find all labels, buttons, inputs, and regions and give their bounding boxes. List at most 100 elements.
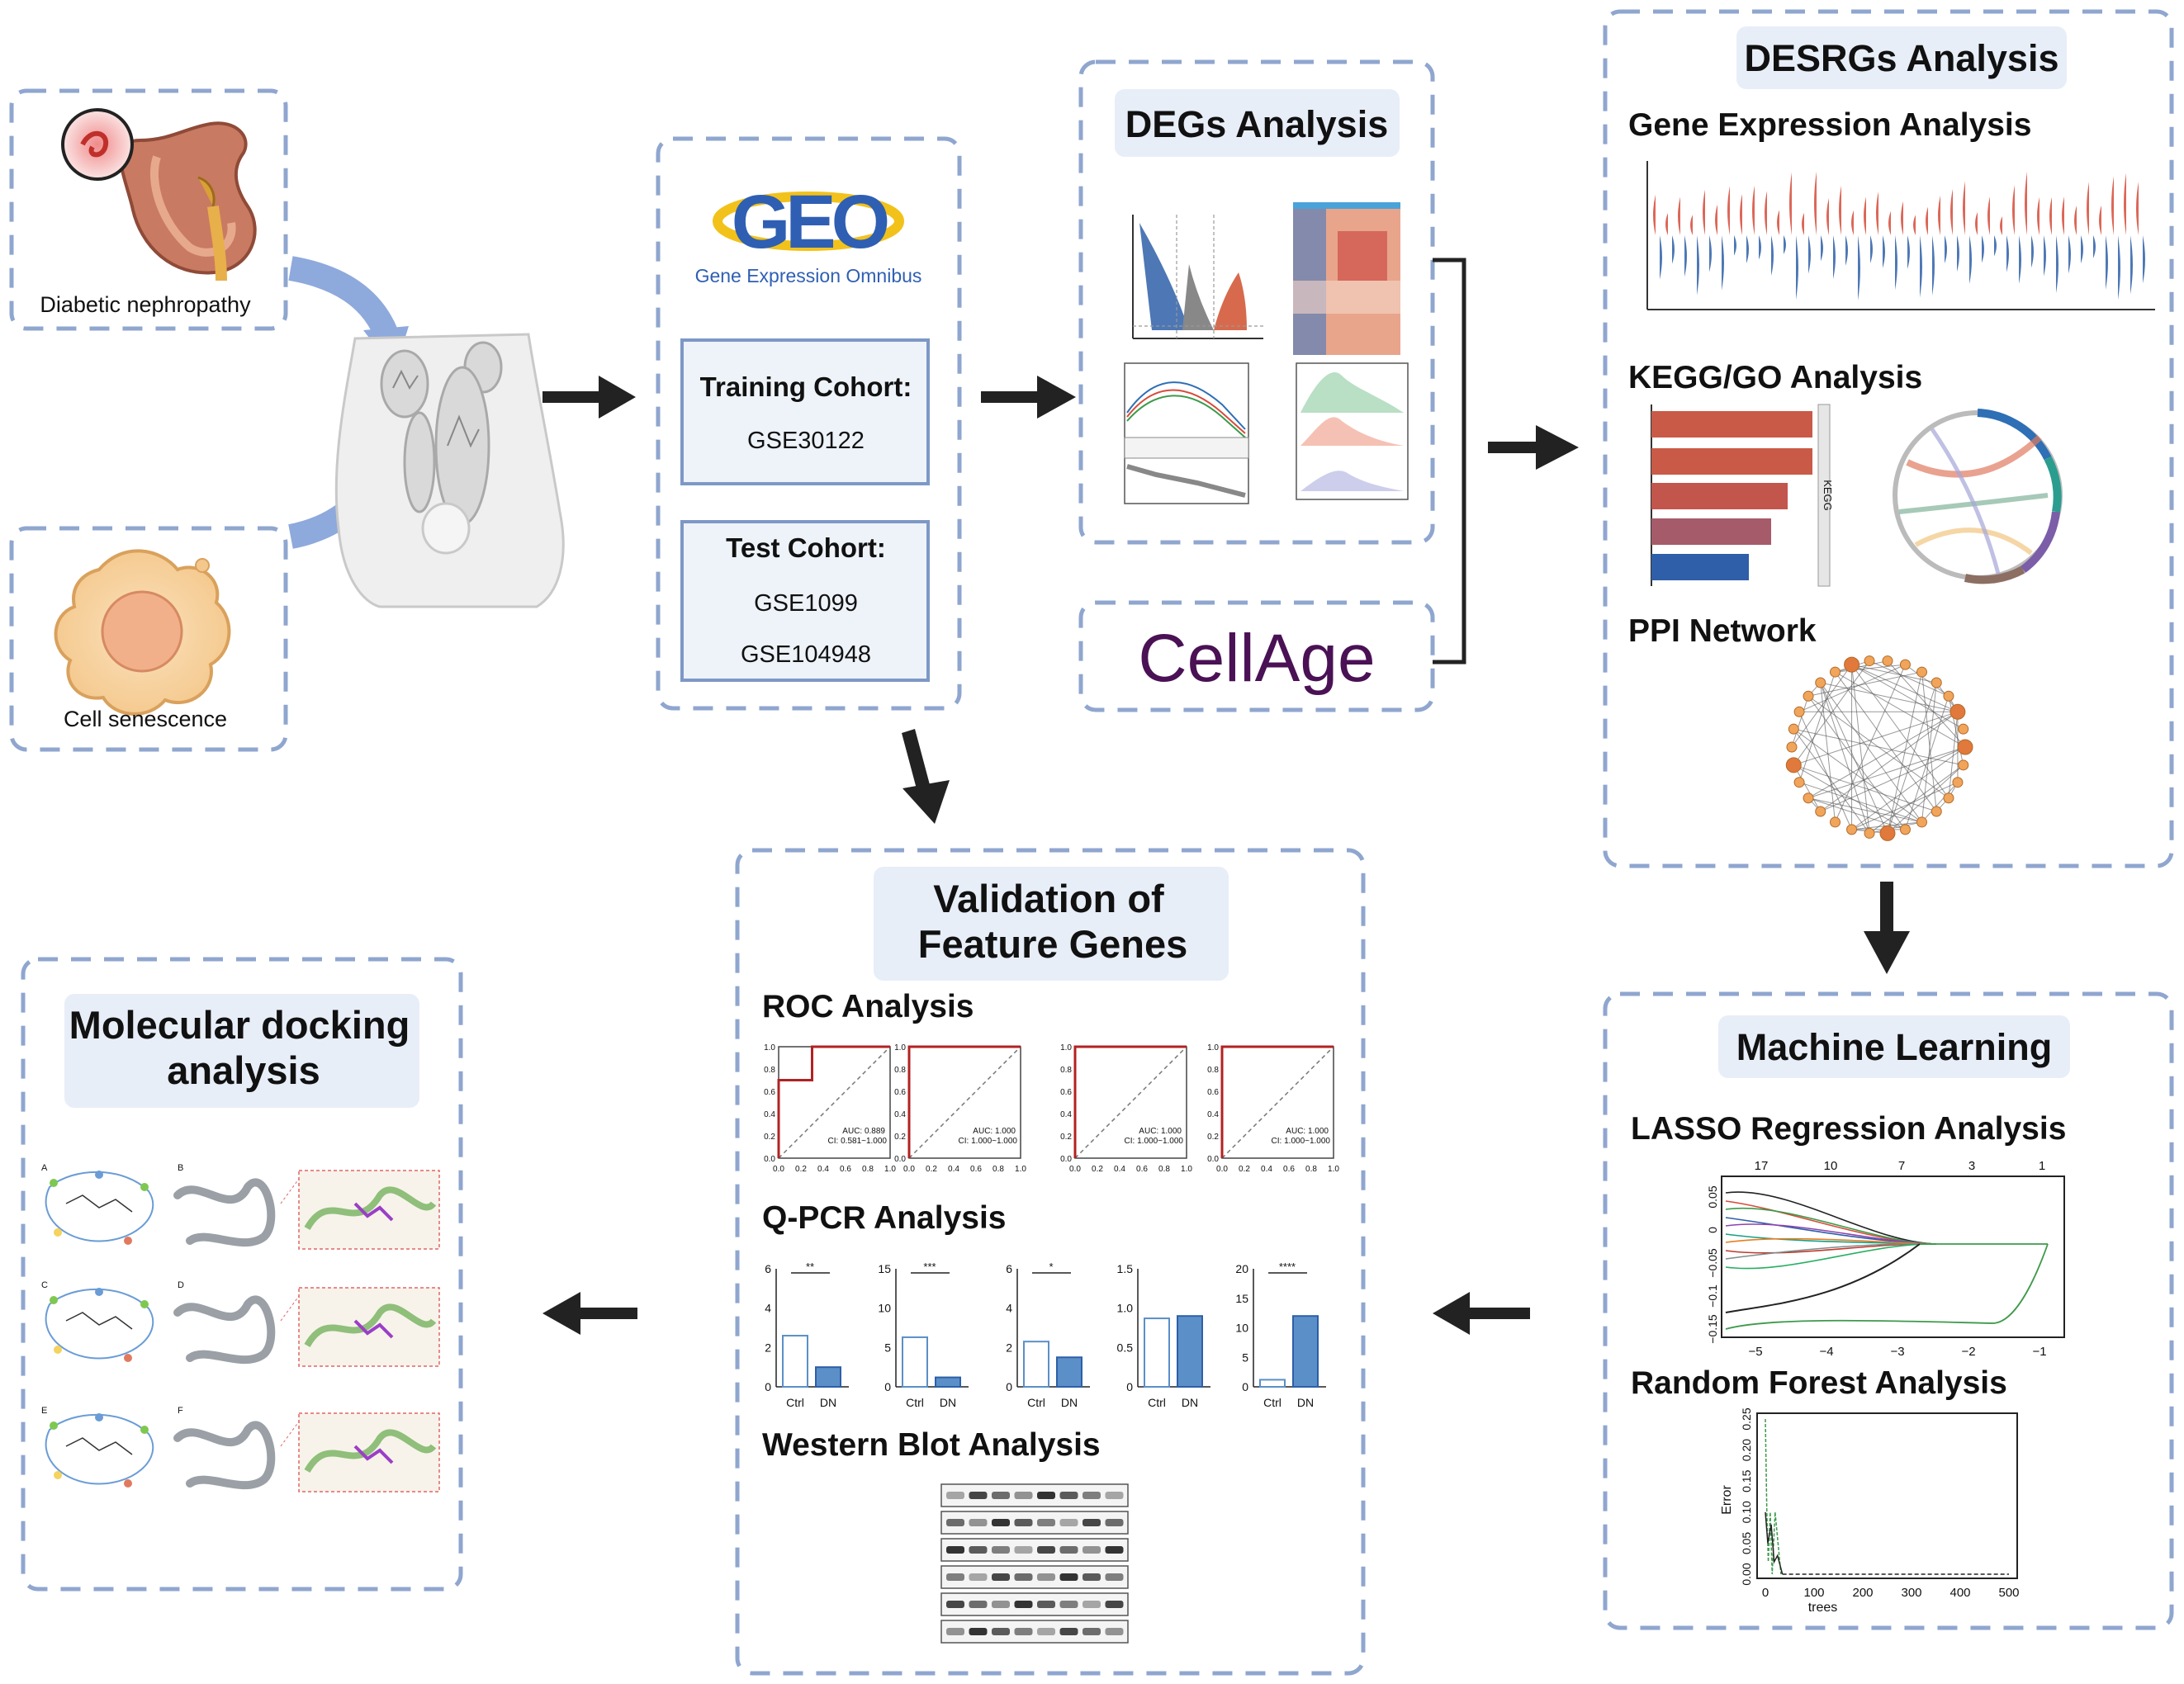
- roc-y-tick: 0.8: [1207, 1066, 1219, 1075]
- roc-label: ROC Analysis: [762, 989, 974, 1024]
- ppi-node: [1916, 816, 1927, 828]
- qpcr-dn-bar: [815, 1366, 841, 1388]
- roc-y-tick: 0.4: [764, 1110, 775, 1119]
- ppi-edge: [1904, 696, 1949, 830]
- residue-marker: [54, 1346, 62, 1354]
- violin-blue-shape: [1808, 235, 1811, 274]
- violin-blue-shape: [1932, 235, 1935, 296]
- rf-x-tick: 400: [1949, 1586, 1970, 1600]
- violin-blue-shape: [1759, 235, 1761, 260]
- ppi-edge: [1791, 696, 1809, 748]
- qpcr-significance: ****: [1279, 1261, 1296, 1273]
- violin-blue-shape: [1870, 235, 1873, 263]
- ligand-interaction-map: [45, 1288, 154, 1360]
- docking-panel-letter: B: [178, 1163, 183, 1173]
- blot-band: [1105, 1492, 1124, 1499]
- ppi-edge: [1851, 746, 1966, 830]
- ppi-edge: [1851, 665, 1870, 834]
- arrow-ml-to-validation: [1433, 1292, 1530, 1335]
- ligand-in-pocket: [353, 1319, 394, 1339]
- violin-red-shape: [1864, 196, 1866, 235]
- violin-red-shape: [2136, 182, 2139, 235]
- lasso-path: [1725, 1242, 1937, 1260]
- blot-band: [1037, 1573, 1055, 1581]
- roc-ci: CI: 0.581~1.000: [828, 1137, 888, 1146]
- protein-structure: [173, 1178, 276, 1247]
- qpcr-significance: ***: [923, 1261, 936, 1273]
- ppi-node: [1879, 825, 1896, 841]
- violin-red-shape: [2062, 196, 2064, 235]
- violin-red-shape: [1987, 196, 1990, 235]
- helix-ribbon: [304, 1429, 437, 1474]
- rf-error-green: [1765, 1418, 1782, 1575]
- lasso-top-tick: 7: [1898, 1159, 1905, 1173]
- lasso-path: [1725, 1243, 1937, 1270]
- lasso-path: [1725, 1243, 1921, 1313]
- arrow-desrgs-to-ml: [1864, 882, 1910, 974]
- violin-blue-shape: [2031, 235, 2034, 268]
- arrow-to-desrgs: [1488, 425, 1579, 470]
- violin-red-shape: [2012, 185, 2015, 235]
- roc-y-tick: 0.6: [1207, 1088, 1219, 1097]
- roc-y-tick: 1.0: [1207, 1043, 1219, 1052]
- ppi-node: [1844, 656, 1860, 673]
- docking-panel-letter: C: [41, 1280, 48, 1290]
- violin-red-shape: [1789, 172, 1792, 235]
- violin-red-shape: [1888, 210, 1891, 235]
- senescent-cell-icon: [54, 549, 231, 716]
- violin-red-shape: [1975, 211, 1978, 235]
- violin-red-shape: [1926, 206, 1928, 235]
- violin-blue-shape: [1945, 235, 1947, 264]
- qpcr-y-tick: 5: [1242, 1351, 1248, 1364]
- violin-blue-shape: [2006, 235, 2009, 272]
- arrow-geo-to-validation: [902, 729, 950, 824]
- qpcr-label: Q-PCR Analysis: [762, 1200, 1006, 1236]
- qpcr-category-label: Ctrl: [906, 1396, 924, 1409]
- violin-blue-shape: [1907, 235, 1910, 270]
- roc-x-tick: 0.6: [1283, 1165, 1295, 1174]
- residue-marker: [95, 1288, 103, 1296]
- violin-blue-shape: [1895, 235, 1897, 291]
- ppi-edge: [1921, 672, 1937, 812]
- ppi-edge: [1798, 664, 1906, 712]
- zoom-guide-line: [280, 1295, 300, 1322]
- violin-blue-shape: [1845, 235, 1848, 266]
- residue-marker: [140, 1183, 149, 1191]
- protein-structure: [173, 1421, 276, 1490]
- blot-band: [992, 1628, 1010, 1635]
- roc-y-tick: 0.6: [764, 1088, 775, 1097]
- blot-band: [1014, 1573, 1033, 1581]
- roc-x-tick: 0.4: [1261, 1165, 1272, 1174]
- roc-x-tick: 0.0: [1069, 1165, 1081, 1174]
- roc-auc: AUC: 1.000: [973, 1127, 1016, 1136]
- rf-x-tick: 300: [1901, 1586, 1921, 1600]
- lasso-x-tick: −5: [1748, 1345, 1762, 1359]
- qpcr-dn-bar: [1292, 1315, 1319, 1388]
- violin-blue-shape: [1660, 235, 1662, 280]
- ligand-interaction-map: [45, 1413, 154, 1485]
- human-body-icon: [334, 333, 565, 608]
- ppi-edge: [1869, 821, 1922, 834]
- blot-band: [992, 1492, 1010, 1499]
- violin-blue-shape: [2068, 235, 2071, 274]
- blot-band: [946, 1519, 964, 1526]
- heatmap: [1293, 202, 1400, 355]
- ridge-plot: [1296, 362, 1409, 500]
- violin-blue-shape: [1957, 235, 1959, 272]
- violin-red-shape: [1901, 201, 1903, 235]
- blot-band: [1105, 1573, 1124, 1581]
- violin-red-shape: [1678, 196, 1680, 235]
- residue-marker: [50, 1421, 58, 1430]
- lasso-top-tick: 3: [1968, 1159, 1975, 1173]
- rf-x-tick: 200: [1852, 1586, 1873, 1600]
- blot-band: [946, 1628, 964, 1635]
- blot-band: [969, 1546, 988, 1554]
- blot-band: [1105, 1601, 1124, 1608]
- qpcr-y-tick: 15: [1235, 1292, 1248, 1305]
